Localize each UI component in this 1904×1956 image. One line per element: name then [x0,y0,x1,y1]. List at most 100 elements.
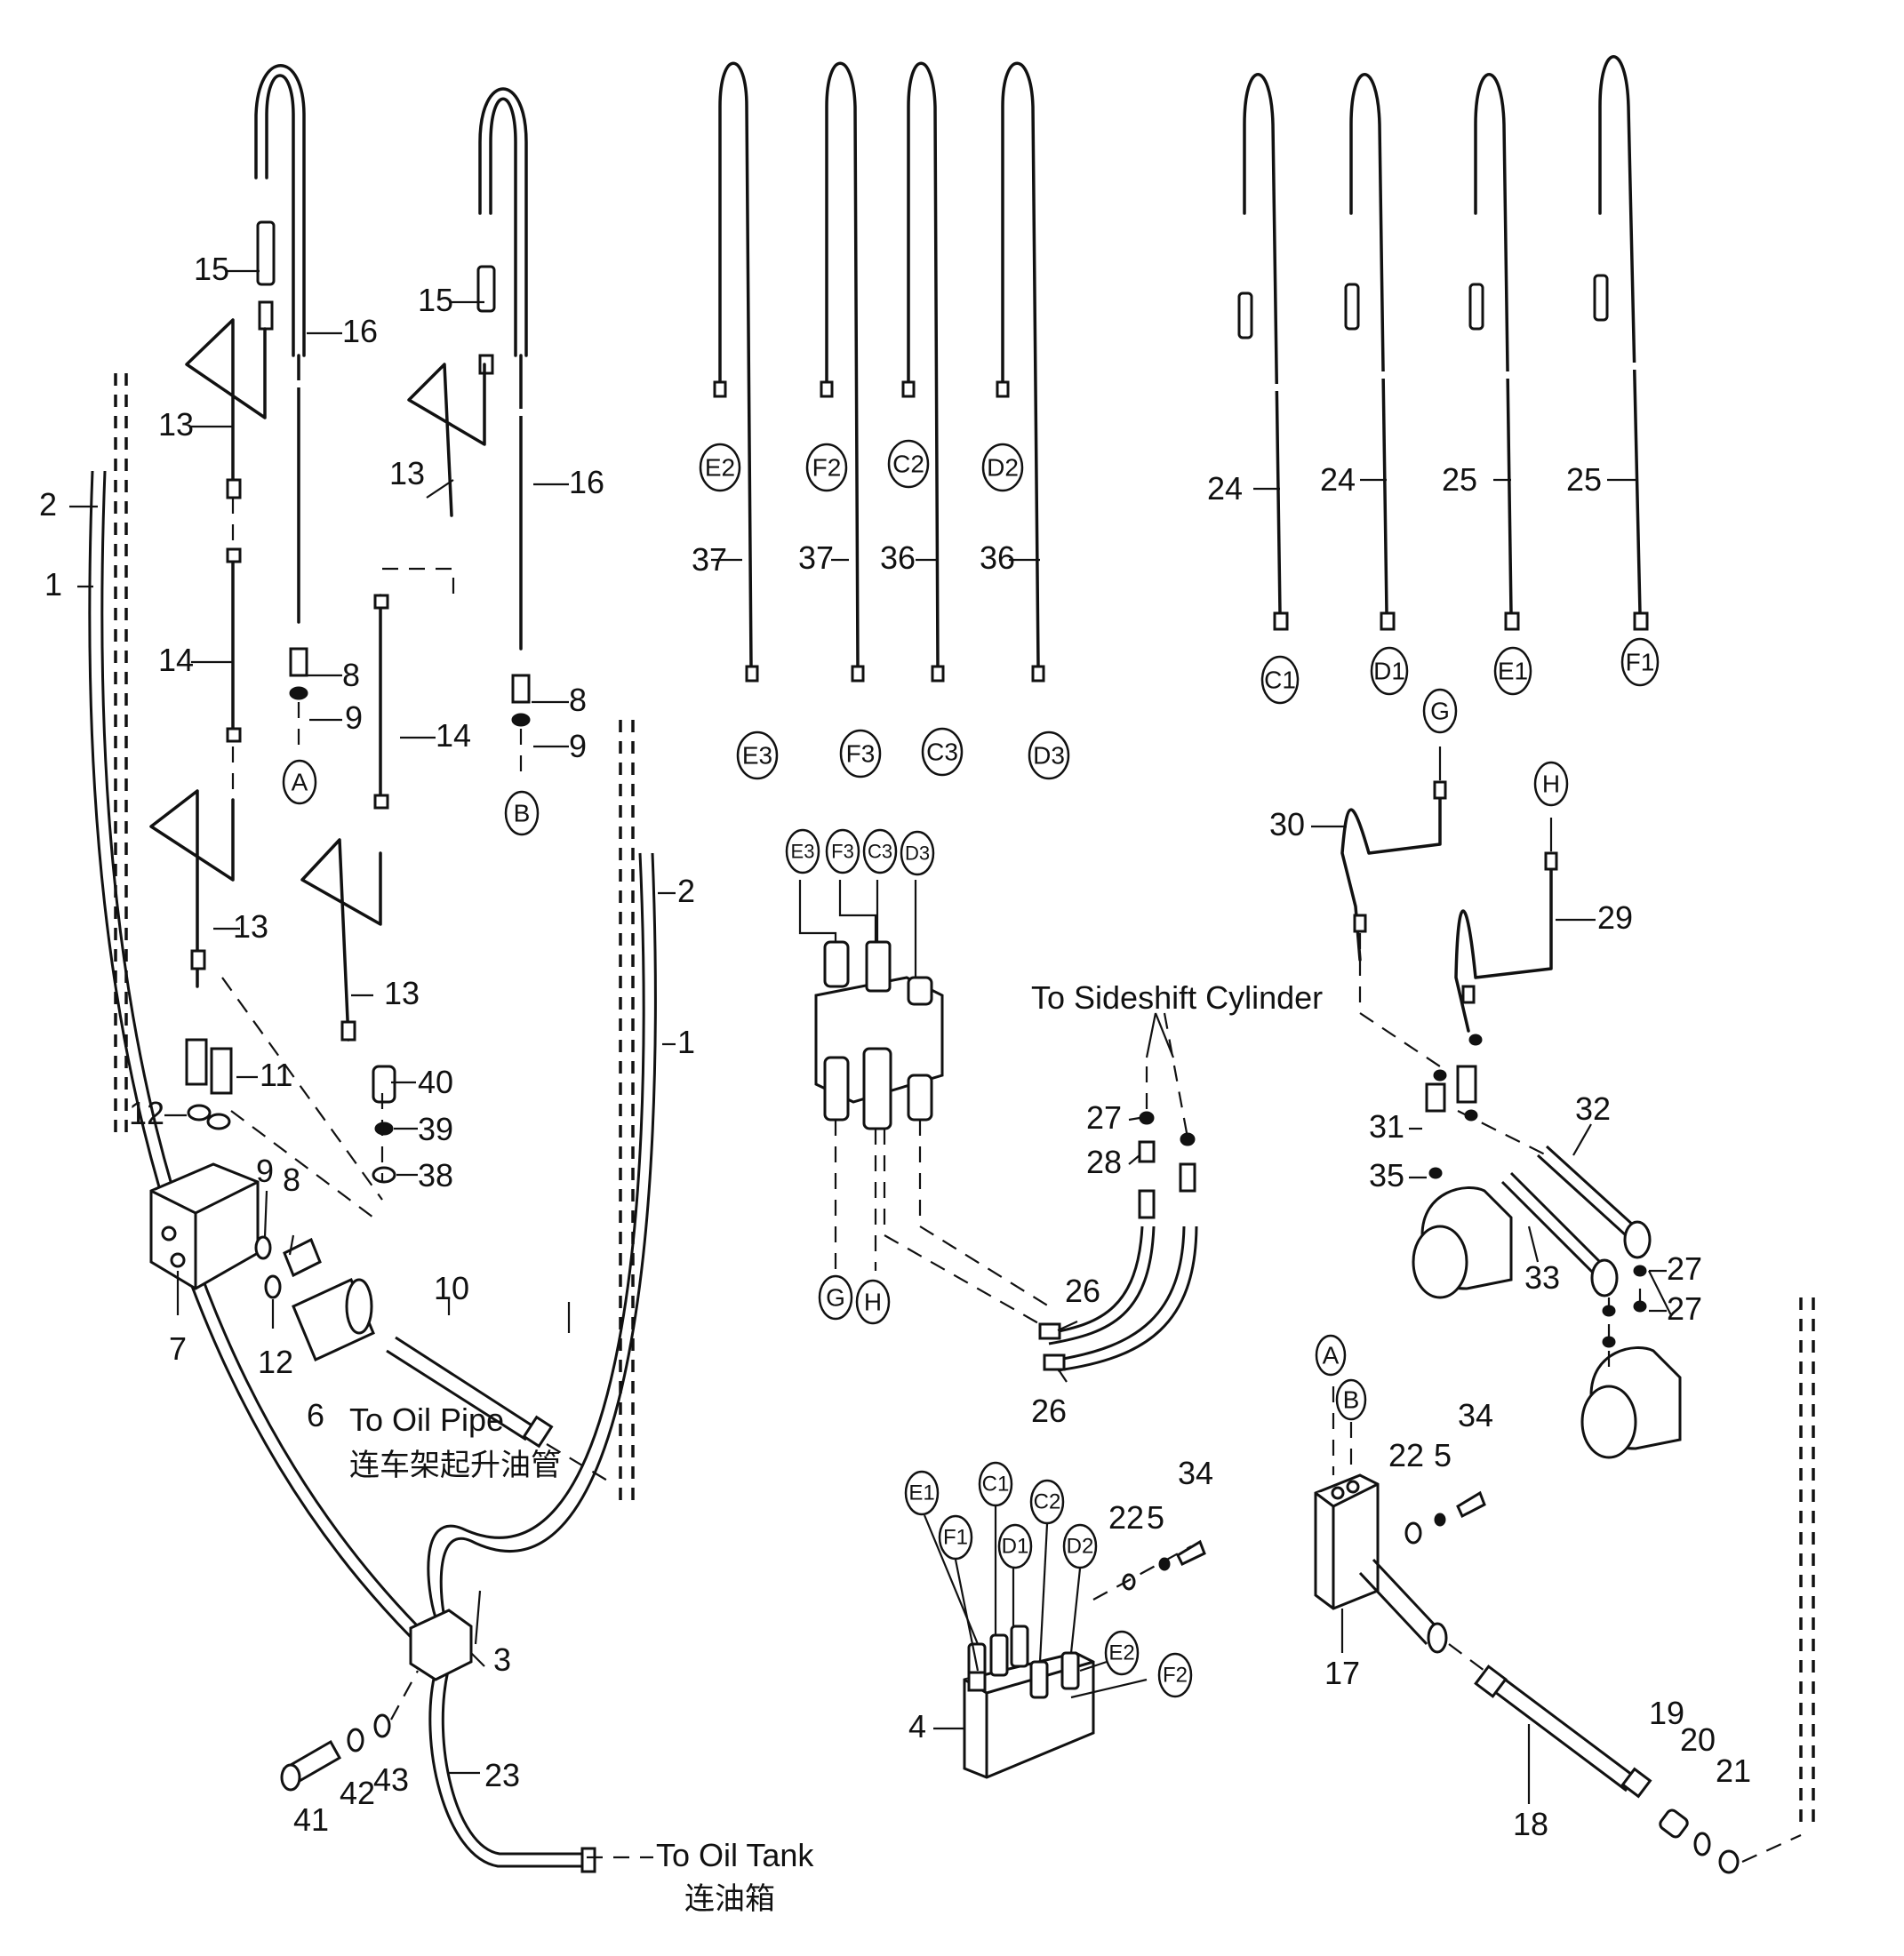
manifold-block-4 [923,1506,1206,1779]
svg-text:F2: F2 [1163,1664,1188,1688]
svg-text:F1: F1 [943,1526,968,1550]
connector-label-c3: C3 [862,828,898,874]
callout-4: 4 [908,1708,926,1744]
callout-1: 1 [677,1024,695,1060]
svg-text:B: B [514,800,531,827]
callout-8: 8 [283,1162,300,1198]
connector-label-e3: E3 [736,731,779,780]
svg-text:A: A [292,769,308,796]
connector-label-d1: D1 [997,1523,1033,1569]
svg-text:H: H [1542,770,1560,798]
callout-12: 12 [258,1344,293,1380]
note-to-oil-tank: To Oil Tank [656,1837,814,1873]
callout-24: 24 [1320,461,1356,498]
svg-text:D3: D3 [905,842,930,865]
svg-text:C3: C3 [926,738,958,766]
callout-13: 13 [233,908,268,945]
connector-label-h: H [1533,761,1569,807]
callout-9: 9 [569,728,587,764]
callout-36: 36 [880,539,916,576]
connector-label-g: G [1422,688,1458,734]
callout-14: 14 [158,642,194,678]
svg-text:C1: C1 [982,1473,1010,1497]
callout-25: 25 [1442,461,1477,498]
callout-15: 15 [418,282,453,318]
svg-text:D1: D1 [1373,658,1405,685]
callout-41: 41 [293,1801,329,1838]
pipe-group-a [149,64,313,988]
connector-label-f1: F1 [938,1514,973,1561]
svg-text:F3: F3 [846,740,876,768]
callout-27: 27 [1086,1099,1122,1136]
control-valve-bank [798,880,1050,1325]
callout-5: 5 [1434,1437,1452,1473]
callout-30: 30 [1269,806,1305,842]
svg-text:D1: D1 [1002,1535,1029,1559]
connection-labels: A B E2 F2 C2 D2 E3 F3 C3 D3 C1 D1 E1 F1 … [282,439,1660,1698]
leader-lines [69,269,1672,1804]
svg-text:B: B [1343,1386,1360,1414]
callout-10: 10 [434,1270,469,1306]
connector-label-e1: E1 [1493,646,1532,696]
callout-16: 16 [569,464,604,500]
callout-22: 22 [1108,1499,1144,1536]
callout-8: 8 [569,682,587,718]
connector-label-d3: D3 [1028,731,1070,780]
callout-22: 22 [1388,1437,1424,1473]
callout-9: 9 [256,1153,274,1189]
callout-18: 18 [1513,1806,1548,1842]
callout-28: 28 [1086,1144,1122,1180]
callout-2: 2 [677,873,695,909]
callout-6: 6 [307,1397,324,1433]
connector-label-g: G [818,1274,853,1321]
callout-35: 35 [1369,1157,1404,1194]
svg-text:D2: D2 [1067,1535,1094,1559]
callout-19: 19 [1649,1695,1684,1731]
connector-label-d1: D1 [1370,646,1409,696]
callout-38: 38 [418,1157,453,1194]
cylinder-block-17 [1314,1297,1815,1874]
svg-text:H: H [864,1289,882,1316]
note-to-sideshift-cylinder: To Sideshift Cylinder [1031,979,1323,1016]
note-to-oil-tank-zh: 连油箱 [684,1881,775,1917]
note-to-oil-pipe-zh: 连车架起升油管 [349,1448,561,1483]
callout-13: 13 [384,975,420,1011]
callout-17: 17 [1324,1655,1360,1691]
callout-14: 14 [436,717,471,754]
callout-24: 24 [1207,470,1243,507]
svg-text:E1: E1 [1498,658,1528,685]
connector-label-f1: F1 [1620,637,1660,687]
callout-32: 32 [1575,1090,1611,1127]
svg-text:C2: C2 [1034,1490,1061,1514]
callout-34: 34 [1178,1455,1213,1491]
svg-text:E3: E3 [742,742,772,770]
connector-label-c1: C1 [1260,655,1300,705]
annotations: To Oil Pipe 连车架起升油管 To Oil Tank 连油箱 To S… [349,979,1323,1917]
connector-label-e3: E3 [785,828,820,874]
connector-label-c2: C2 [1029,1479,1065,1525]
callout-7: 7 [169,1330,187,1367]
note-to-oil-pipe: To Oil Pipe [349,1401,504,1438]
callout-36: 36 [980,539,1015,576]
svg-text:F2: F2 [812,454,842,482]
callout-9: 9 [345,699,363,736]
callout-31: 31 [1369,1108,1404,1145]
callout-8: 8 [342,657,360,693]
connector-label-f2: F2 [1157,1652,1193,1698]
callout-25: 25 [1566,461,1602,498]
svg-text:A: A [1323,1342,1340,1369]
callout-15: 15 [194,251,229,287]
connector-label-f3: F3 [825,828,860,874]
callout-43: 43 [373,1761,409,1798]
connector-label-d2: D2 [1062,1523,1098,1569]
sideshift-cylinder-assembly [1311,746,1682,1459]
callout-37: 37 [692,541,727,578]
connector-label-e2: E2 [699,443,741,492]
callout-3: 3 [493,1641,511,1678]
sideshift-hoses [1038,1012,1198,1372]
connector-label-c1: C1 [978,1461,1013,1507]
callout-13: 13 [158,406,194,443]
callout-37: 37 [798,539,834,576]
svg-text:G: G [1430,698,1450,725]
